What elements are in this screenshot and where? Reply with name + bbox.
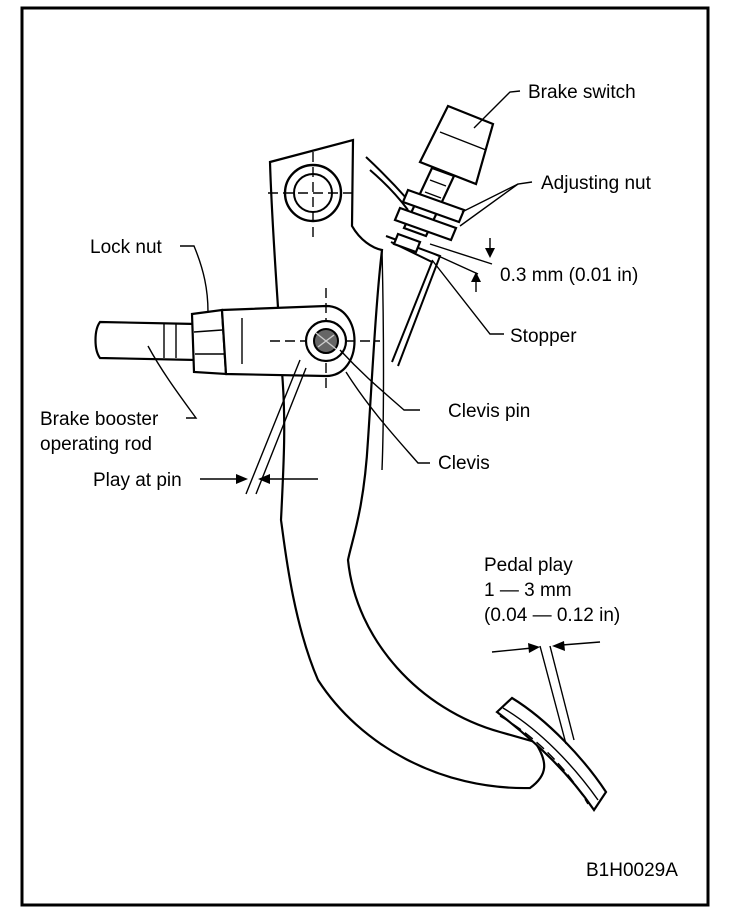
pedal-play-label-line2: 1 — 3 mm (484, 580, 572, 601)
pedal-play-label-line1: Pedal play (484, 555, 573, 576)
clevis-pin (304, 319, 348, 363)
clevis-pin-label: Clevis pin (448, 401, 530, 422)
clearance-indicator (429, 238, 495, 292)
play-at-pin-label: Play at pin (93, 470, 182, 491)
adjusting-nut-label: Adjusting nut (541, 173, 652, 194)
brake-switch-label: Brake switch (528, 82, 636, 103)
pedal-play-label-line3: (0.04 — 0.12 in) (484, 605, 620, 626)
pedal-pad (495, 696, 608, 812)
pedal-arm (268, 138, 546, 790)
clevis-label: Clevis (438, 453, 490, 474)
pedal-pivot (268, 152, 356, 240)
brake-booster-label-line2: operating rod (40, 434, 152, 455)
figure-id: B1H0029A (586, 860, 678, 881)
lock-nut-label: Lock nut (90, 237, 163, 258)
leader-lines (147, 90, 533, 464)
pedal-play-indicator (491, 641, 601, 745)
clearance-label: 0.3 mm (0.01 in) (500, 265, 638, 286)
lock-nut (190, 308, 228, 376)
stopper-label: Stopper (510, 326, 577, 347)
brake-booster-label-line1: Brake booster (40, 409, 159, 430)
diagram-frame (20, 6, 710, 907)
brake-switch (392, 104, 495, 254)
brake-booster-rod (94, 320, 198, 362)
play-at-pin-indicator (200, 359, 318, 495)
